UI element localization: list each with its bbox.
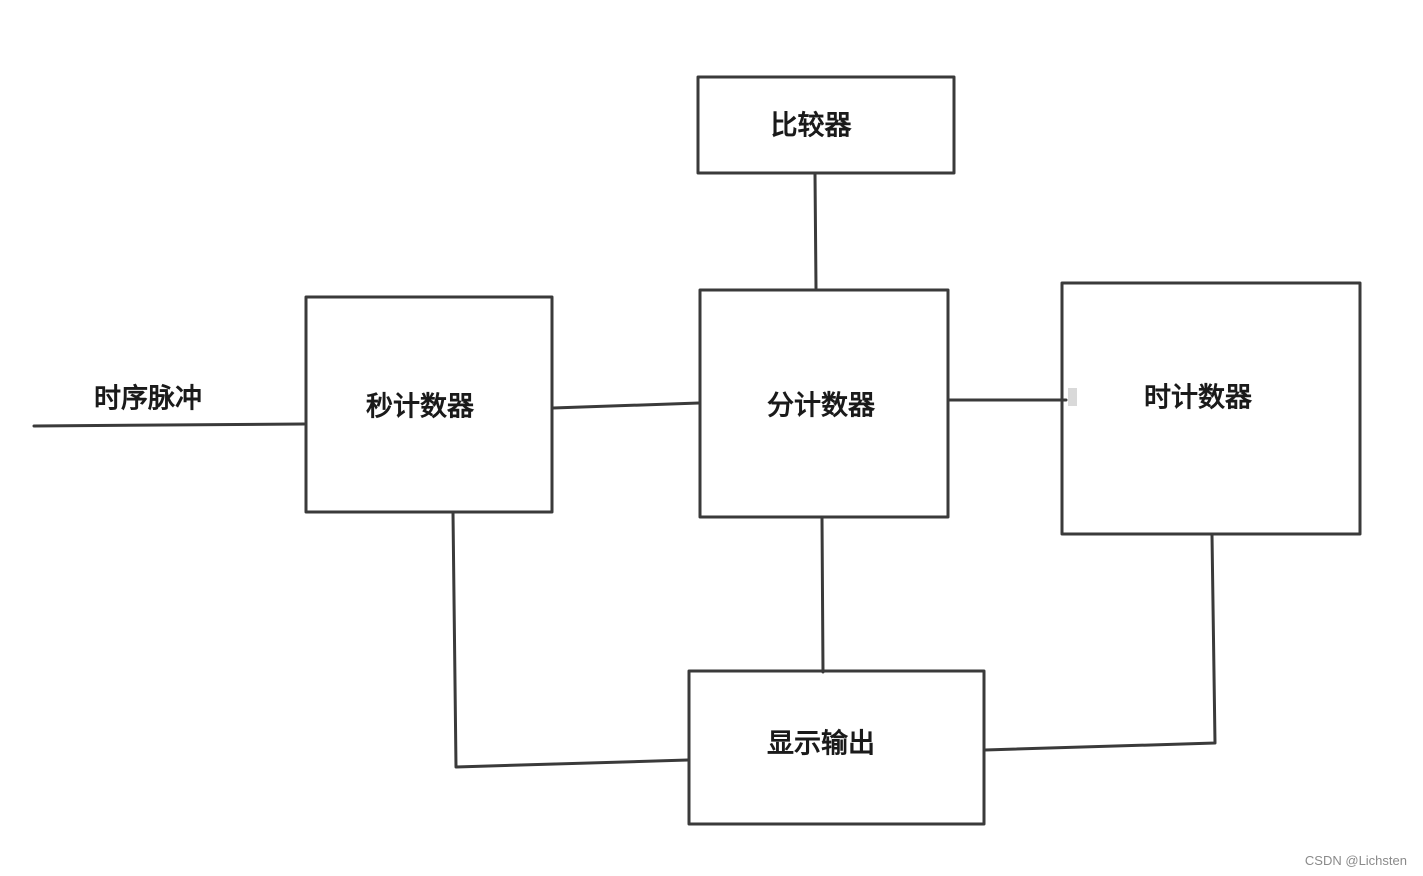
hour-to-display-line bbox=[983, 533, 1217, 752]
minute-to-display-line bbox=[820, 516, 825, 674]
minute-counter-label: 分计数器 bbox=[767, 391, 876, 422]
comparator-to-minute-line bbox=[813, 172, 818, 290]
hour-counter-label: 时计数器 bbox=[1144, 383, 1253, 414]
comparator-box bbox=[696, 75, 956, 175]
second-counter-label: 秒计数器 bbox=[366, 392, 475, 423]
watermark-text: CSDN @Lichsten bbox=[1304, 853, 1407, 868]
connector-marker bbox=[1068, 388, 1077, 406]
comparator-label: 比较器 bbox=[771, 110, 853, 142]
second-to-display-line bbox=[451, 511, 690, 769]
pulse-input-label: 时序脉冲 bbox=[94, 383, 202, 415]
second-counter-box bbox=[304, 295, 554, 514]
display-output-label: 显示输出 bbox=[767, 728, 875, 760]
display-output-box bbox=[687, 669, 986, 826]
second-to-minute-line bbox=[551, 401, 701, 410]
pulse-input-line bbox=[32, 422, 306, 428]
